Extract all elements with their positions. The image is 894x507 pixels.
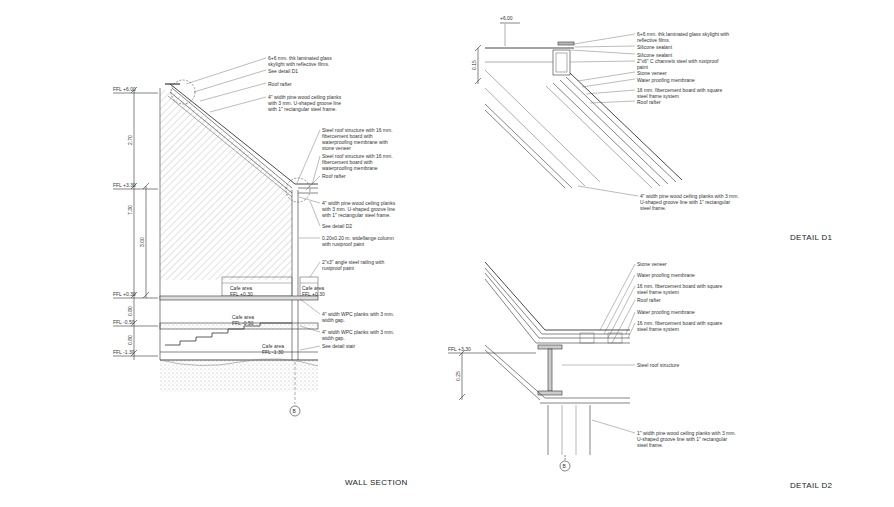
annotation-label: FFL -1.30 bbox=[262, 349, 284, 355]
annotation-label: 2.70 bbox=[127, 135, 133, 145]
annotation-label: FFL +0.30 bbox=[230, 291, 253, 297]
annotation-label: Roof rafter bbox=[322, 173, 346, 179]
annotation-label: 2"x6" C channels steel with rustproof pa… bbox=[637, 58, 727, 70]
annotation-label: 0.20x0.20 m. wideflange column with rust… bbox=[322, 235, 402, 247]
detail-d1 bbox=[475, 23, 682, 188]
annotation-label: 0.15 bbox=[471, 60, 477, 70]
drawing-title: WALL SECTION bbox=[345, 478, 408, 487]
annotation-label: FFL +3.30 bbox=[113, 182, 136, 188]
detail-d2 bbox=[448, 262, 630, 471]
annotation-label: 4" width pine wood ceiling planks with 3… bbox=[322, 200, 402, 218]
annotation-label: 16 mm. fibercement board with square ste… bbox=[637, 320, 732, 332]
annotation-label: 0.25 bbox=[455, 371, 461, 381]
annotation-label: FFL -0.50 bbox=[113, 319, 135, 325]
annotation-label: FFL +6.00 bbox=[113, 86, 136, 92]
annotation-label: 4" width pine wood ceiling planks with 3… bbox=[268, 94, 348, 112]
annotation-label: FFL +0.30 bbox=[302, 291, 325, 297]
annotation-label: Stone veneer bbox=[637, 70, 667, 76]
wall-section bbox=[113, 80, 318, 416]
annotation-label: FFL -0.50 bbox=[232, 320, 254, 326]
annotation-label: +6.00 bbox=[500, 15, 513, 21]
annotation-label: Water proofing membrane bbox=[637, 309, 695, 315]
annotation-label: 0.80 bbox=[127, 335, 133, 345]
annotation-label: See detail D2 bbox=[322, 223, 352, 229]
annotation-label: Steel roof structure with 16 mm. fiberce… bbox=[322, 153, 397, 171]
annotation-label: 7.30 bbox=[127, 205, 133, 215]
annotation-label: FFL +3.30 bbox=[448, 346, 471, 352]
annotation-label: 4" width pine wood ceiling planks with 3… bbox=[640, 193, 740, 211]
annotation-label: 2"x3" angle steel railing with rustproof… bbox=[322, 259, 402, 271]
annotation-label: Roof rafter bbox=[268, 81, 292, 87]
drawing-title: DETAIL D1 bbox=[790, 233, 832, 242]
annotation-label: 4" width WPC planks with 3 mm. width gap… bbox=[322, 311, 402, 323]
annotation-label: Stone veneer bbox=[637, 261, 667, 267]
annotation-label: Roof rafter bbox=[637, 99, 661, 105]
annotation-label: Cafe area bbox=[262, 343, 284, 349]
drawing-title: DETAIL D2 bbox=[790, 481, 832, 490]
annotation-label: Silicone sealant bbox=[637, 52, 672, 58]
annotation-label: Cafe area bbox=[302, 285, 324, 291]
annotation-label: 16 mm. fibercement board with square ste… bbox=[637, 87, 732, 99]
annotation-label: 0.80 bbox=[127, 306, 133, 316]
leader-lines bbox=[570, 34, 638, 196]
annotation-label: FFL +0.30 bbox=[113, 291, 136, 297]
annotation-label: Cafe area bbox=[230, 285, 252, 291]
annotation-label: Roof rafter bbox=[637, 297, 661, 303]
annotation-label: See detail stair bbox=[322, 343, 355, 349]
annotation-label: Cafe area bbox=[232, 314, 254, 320]
annotation-label: Water proofing membrane bbox=[637, 272, 695, 278]
annotation-label: 1" width pine wood ceiling planks with 3… bbox=[637, 430, 737, 448]
annotation-label: 6+6 mm. thk laminated glass skylight wit… bbox=[637, 31, 747, 43]
annotation-label: B bbox=[293, 408, 296, 414]
annotation-label: 3.00 bbox=[139, 237, 145, 247]
annotation-label: Steel roof structure bbox=[637, 362, 679, 368]
annotation-label: Silicone sealant bbox=[637, 44, 672, 50]
annotation-label: B bbox=[563, 463, 566, 469]
annotation-label: 6+6 mm. thk laminated glass skylight wit… bbox=[268, 55, 346, 67]
leader-lines bbox=[562, 264, 635, 433]
annotation-label: Steel roof structure with 16 mm. fiberce… bbox=[322, 127, 397, 151]
annotation-label: 16 mm. fibercement board with square ste… bbox=[637, 283, 732, 295]
annotation-label: See detail D1 bbox=[268, 68, 298, 74]
annotation-label: Water proofing membrane bbox=[637, 77, 695, 83]
annotation-label: FFL -1.30 bbox=[113, 349, 135, 355]
annotation-label: 4" width WPC planks with 3 mm. width gap… bbox=[322, 329, 402, 341]
